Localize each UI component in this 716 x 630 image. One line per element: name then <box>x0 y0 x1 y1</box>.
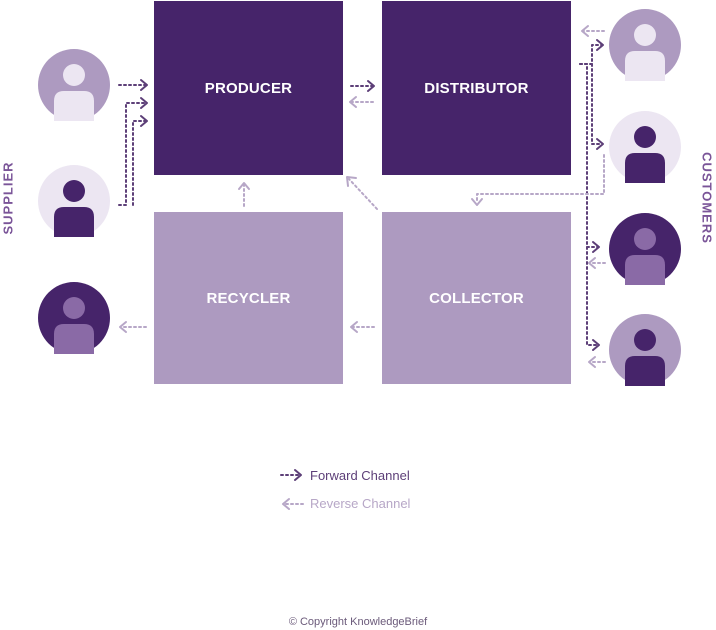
collector-box: COLLECTOR <box>382 212 571 384</box>
legend-forward-arrow <box>280 469 302 481</box>
recycler-label: RECYCLER <box>206 289 291 307</box>
customer-avatar-2 <box>609 111 681 183</box>
collector-label: COLLECTOR <box>429 289 524 307</box>
producer-box: PRODUCER <box>154 1 343 175</box>
copyright-notice: © Copyright KnowledgeBrief <box>288 616 428 628</box>
legend-reverse-arrow <box>282 498 304 510</box>
supplier-avatar-1 <box>38 49 110 121</box>
customer-avatar-3 <box>609 213 681 285</box>
legend-forward-label: Forward Channel <box>310 468 410 483</box>
distributor-box: DISTRIBUTOR <box>382 1 571 175</box>
customers-label: CUSTOMERS <box>699 152 715 244</box>
reverse-channel-arrows <box>119 25 606 368</box>
customer-avatar-4 <box>609 314 681 386</box>
legend-reverse-label: Reverse Channel <box>310 496 411 511</box>
producer-label: PRODUCER <box>204 79 293 97</box>
distributor-label: DISTRIBUTOR <box>424 79 529 97</box>
recycler-box: RECYCLER <box>154 212 343 384</box>
forward-channel-arrows <box>118 39 604 351</box>
customer-avatar-1 <box>609 9 681 81</box>
supplier-avatar-2 <box>38 165 110 237</box>
supplier-label: SUPPLIER <box>0 161 16 235</box>
supplier-avatar-3 <box>38 282 110 354</box>
